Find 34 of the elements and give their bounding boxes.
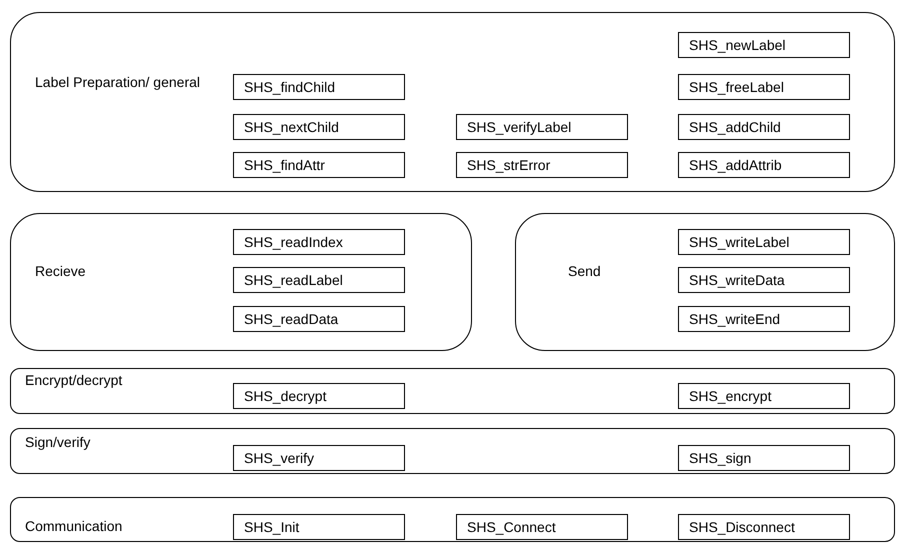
function-box: SHS_writeLabel [678, 229, 850, 255]
function-box: SHS_readData [233, 306, 405, 332]
layer-label: Label Preparation/ general [35, 73, 202, 91]
function-box: SHS_verifyLabel [456, 114, 628, 140]
function-box: SHS_addAttrib [678, 152, 850, 178]
function-box: SHS_findChild [233, 74, 405, 100]
layer-panel [10, 368, 895, 414]
function-box: SHS_verify [233, 445, 405, 471]
function-box: SHS_writeData [678, 267, 850, 293]
function-box: SHS_encrypt [678, 383, 850, 409]
layer-panel [10, 497, 895, 542]
function-box: SHS_readLabel [233, 267, 405, 293]
layer-label: Sign/verify [25, 433, 92, 451]
function-box: SHS_strError [456, 152, 628, 178]
layer-label: Encrypt/decrypt [25, 371, 124, 389]
function-box: SHS_addChild [678, 114, 850, 140]
function-box: SHS_Init [233, 514, 405, 540]
function-box: SHS_Connect [456, 514, 628, 540]
function-box: SHS_decrypt [233, 383, 405, 409]
layer-panel [515, 213, 895, 351]
function-box: SHS_Disconnect [678, 514, 850, 540]
layer-panel [10, 428, 895, 474]
function-box: SHS_findAttr [233, 152, 405, 178]
layer-label: Recieve [35, 262, 87, 280]
function-box: SHS_nextChild [233, 114, 405, 140]
function-box: SHS_sign [678, 445, 850, 471]
layer-panel [10, 213, 472, 351]
function-box: SHS_writeEnd [678, 306, 850, 332]
layer-panel [10, 12, 895, 192]
layer-label: Send [568, 262, 602, 280]
function-box: SHS_newLabel [678, 32, 850, 58]
function-box: SHS_freeLabel [678, 74, 850, 100]
function-box: SHS_readIndex [233, 229, 405, 255]
layer-label: Communication [25, 517, 124, 535]
